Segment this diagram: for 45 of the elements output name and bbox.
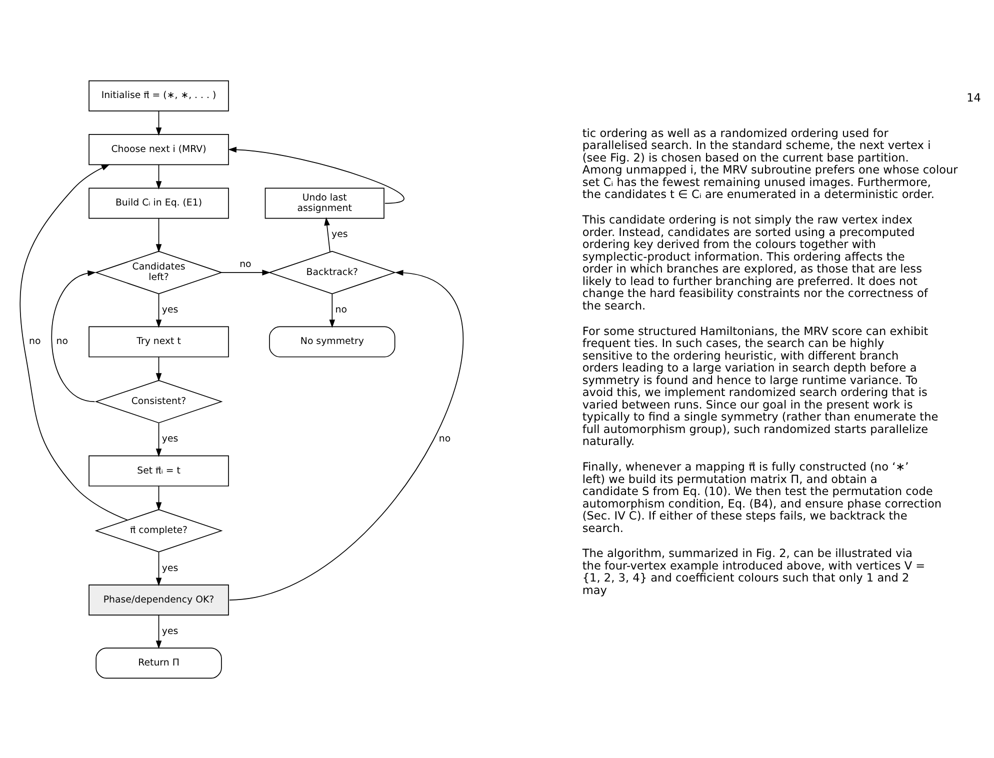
node-box: Return Π	[96, 647, 222, 678]
edge-label: yes	[162, 304, 178, 316]
arrow	[156, 164, 162, 189]
node-diamond: Consistent?	[94, 380, 223, 423]
arrow	[156, 356, 162, 381]
node-box: Phase/dependency OK?	[88, 584, 229, 616]
label: Finally, whenever a mapping π⃗ is fully constructed (no ‘∗’ left) we build its permutation matrix Π, and obtain a candidate S from Eq. (10). We then test the permutation code automorphism condition, Eq. (B4), and ensure phase correction (Sec. IV C). If either of these steps fails, we backtrack the search.	[582, 460, 942, 534]
arrow	[51, 270, 96, 402]
arrow	[324, 216, 330, 252]
label: The algorithm, summarized in Fig. 2, can be illustrated via the four-vertex example introduced above, with vertices V = {1, 2, 3, 4} and coefficient colours such that only 1 and 2 may	[582, 546, 926, 596]
node-box: Build Cᵢ in Eq. (E1)	[88, 187, 229, 218]
arrow	[329, 293, 336, 328]
arrow	[156, 110, 162, 136]
arrow	[156, 293, 162, 328]
edge-label: no	[438, 433, 451, 444]
node-diamond: π⃗ complete?	[94, 508, 223, 552]
arrow	[156, 485, 162, 510]
edge-label: yes	[332, 228, 348, 240]
arrow	[156, 422, 162, 456]
node-diamond: Backtrack?	[268, 250, 396, 294]
arrow	[228, 146, 404, 204]
node-box: Undo last assignment	[264, 187, 384, 218]
arrow	[221, 269, 271, 275]
edge-label: yes	[162, 625, 178, 636]
arrow	[156, 218, 162, 252]
edge-label: yes	[162, 433, 178, 444]
arrow	[229, 269, 464, 600]
arrow	[156, 614, 162, 648]
node-box: Set π⃗ᵢ = t	[88, 454, 229, 486]
edge-label: no	[240, 258, 252, 270]
arrow	[156, 551, 162, 586]
node-diamond: Candidates left?	[94, 250, 223, 294]
edge-label: no	[28, 336, 41, 347]
node-box: No symmetry	[269, 326, 396, 357]
node-box: Choose next i (MRV)	[88, 134, 229, 165]
arrow	[20, 164, 128, 520]
edge-label: yes	[162, 562, 178, 574]
label: For some structured Hamiltonians, the MRV score can exhibit frequent ties. In such cases, the search can be highly sensitive to the ordering heuristic, with different branch orders leading to a large variation in search depth before a symmetry is found and hence to large runtime variance. To avoid this, we implement randomized search ordering that is varied between runs. Since our goal in the present work is typically to find a single symmetry (rather than enumerate the full automorphism group), such randomized starts parallelize naturally.	[582, 324, 938, 448]
node-box: Initialise π⃗ = (∗, ∗, . . . )	[88, 80, 229, 111]
label: This candidate ordering is not simply the raw vertex index order. Instead, candidates are sorted using a precomputed ordering key derived from the colours together with symplectic-product information. This ordering affects the order in which branches are explored, as those that are less likely to lead to further branching are preferred. It does not change the hard feasibility constraints nor the correctness of the search.	[582, 213, 928, 312]
edge-label: no	[335, 304, 347, 316]
label: tic ordering as well as a randomized ordering used for parallelised search. In the standard scheme, the next vertex i (see Fig. 2) is chosen based on the current base partition. Among unmapped i, the MRV subroutine prefers one whose colour set Cᵢ has the fewest remaining unused images. Furthermore, the candidates t ∈ Cᵢ are enumerated in a deterministic order.	[582, 126, 958, 201]
node-box: Try next t	[88, 326, 229, 357]
edge-label: no	[56, 336, 68, 347]
label: 14	[966, 91, 981, 104]
